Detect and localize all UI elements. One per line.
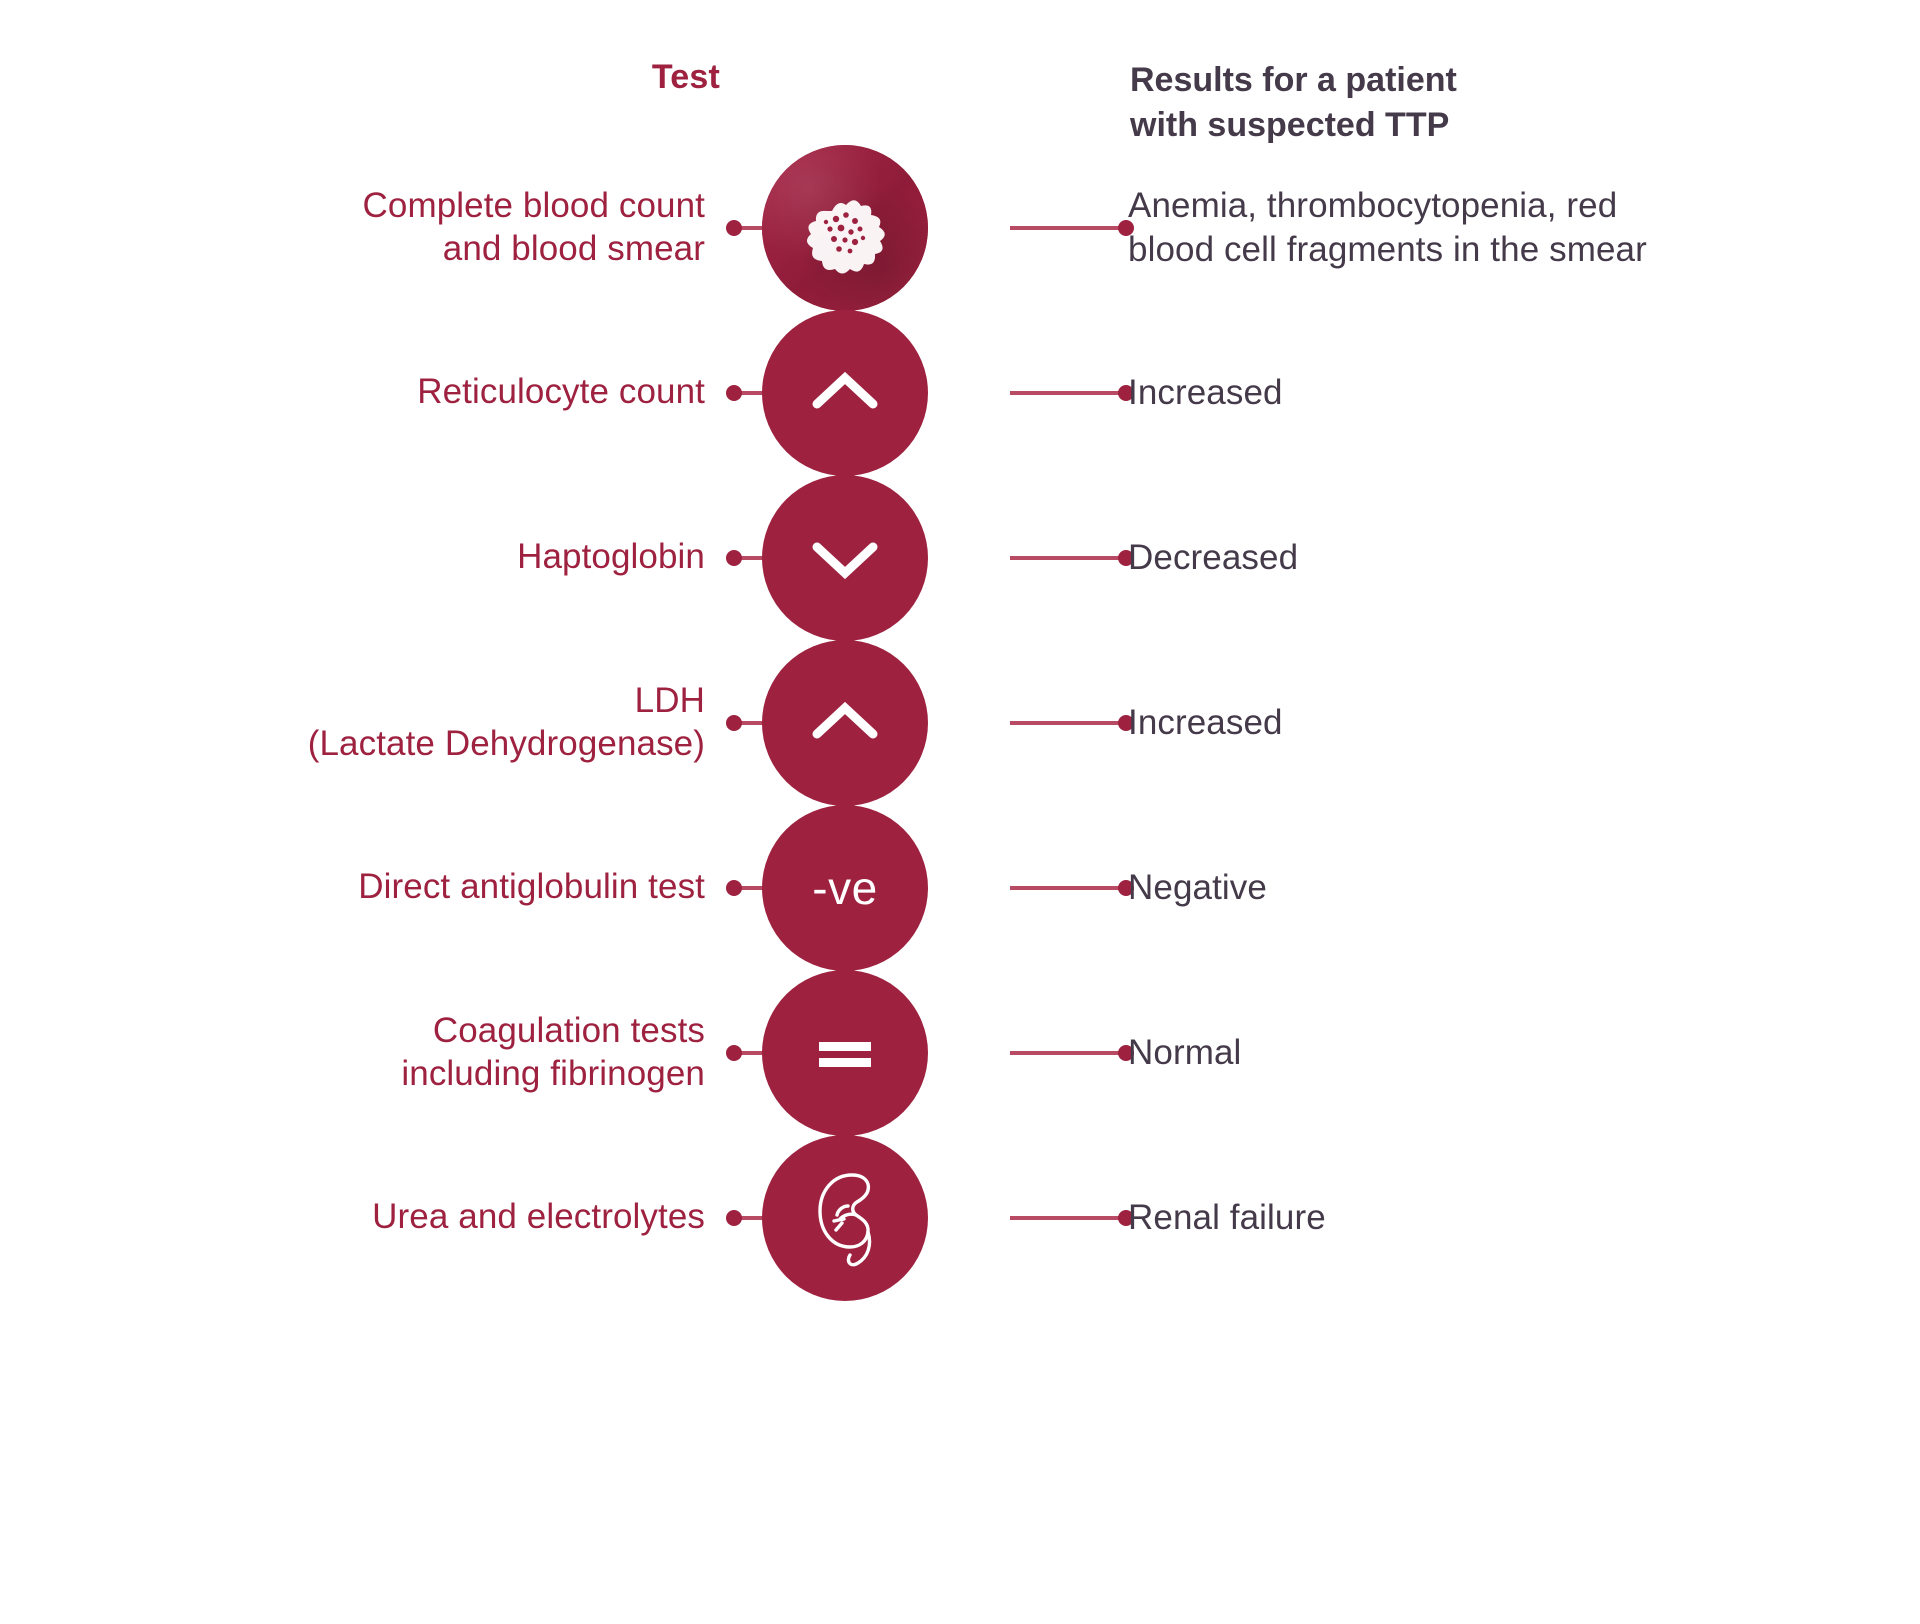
table-row: Direct antiglobulin test -ve Negative bbox=[0, 804, 1920, 971]
negative-sign-icon: -ve bbox=[762, 804, 928, 971]
connector-line-right bbox=[1010, 1050, 1130, 1055]
connector-dot-left bbox=[726, 1044, 742, 1061]
result-label: Decreased bbox=[1128, 475, 1888, 640]
result-label-line1: Increased bbox=[1128, 372, 1283, 412]
test-label: LDH (Lactate Dehydrogenase) bbox=[65, 640, 705, 805]
connector-dot-right bbox=[1118, 549, 1134, 566]
result-label: Negative bbox=[1128, 805, 1888, 970]
result-label-line1: Increased bbox=[1128, 702, 1283, 742]
result-label-line1: Normal bbox=[1128, 1032, 1242, 1072]
test-label: Coagulation tests including fibrinogen bbox=[65, 970, 705, 1135]
table-row: Complete blood count and blood smear bbox=[0, 144, 1920, 311]
result-label: Renal failure bbox=[1128, 1135, 1888, 1300]
test-label-line1: Haptoglobin bbox=[517, 537, 705, 577]
connector-dot-right bbox=[1118, 1044, 1134, 1061]
connector-dot-left bbox=[726, 384, 742, 401]
result-label-line1: Renal failure bbox=[1128, 1197, 1326, 1237]
test-label: Urea and electrolytes bbox=[65, 1135, 705, 1300]
connector-line-right bbox=[1010, 390, 1130, 395]
test-label-line1: Direct antiglobulin test bbox=[358, 867, 705, 907]
chevron-up-icon bbox=[762, 309, 928, 476]
connector-dot-left bbox=[726, 1209, 742, 1226]
table-row: Haptoglobin Decreased bbox=[0, 474, 1920, 641]
connector-dot-right bbox=[1118, 879, 1134, 896]
column-header-results-line1: Results for a patient bbox=[1130, 61, 1457, 99]
result-label: Anemia, thrombocytopenia, red blood cell… bbox=[1128, 145, 1888, 310]
equals-sign-icon bbox=[762, 969, 928, 1136]
test-label-line1: Urea and electrolytes bbox=[372, 1197, 705, 1237]
connector-line-right bbox=[1010, 885, 1130, 890]
chevron-down-icon bbox=[762, 474, 928, 641]
test-label: Haptoglobin bbox=[65, 475, 705, 640]
test-label-line1: Reticulocyte count bbox=[417, 372, 705, 412]
connector-dot-right bbox=[1118, 714, 1134, 731]
result-label-line1: Negative bbox=[1128, 867, 1267, 907]
connector-dot-left bbox=[726, 219, 742, 236]
result-label-line1: Anemia, thrombocytopenia, red bbox=[1128, 186, 1618, 226]
chevron-up-icon bbox=[762, 639, 928, 806]
test-label-line2: including fibrinogen bbox=[401, 1053, 705, 1093]
result-label: Increased bbox=[1128, 640, 1888, 805]
test-label: Complete blood count and blood smear bbox=[65, 145, 705, 310]
test-label-line2: and blood smear bbox=[442, 228, 705, 268]
negative-sign-label: -ve bbox=[812, 861, 878, 914]
connector-dot-right bbox=[1118, 384, 1134, 401]
test-label-line1: Coagulation tests bbox=[432, 1010, 705, 1050]
connector-line-right bbox=[1010, 720, 1130, 725]
connector-line-right bbox=[1010, 225, 1130, 230]
test-label-line2: (Lactate Dehydrogenase) bbox=[307, 723, 705, 763]
test-label-line1: LDH bbox=[634, 680, 705, 720]
connector-dot-right bbox=[1118, 1209, 1134, 1226]
test-label-line1: Complete blood count bbox=[362, 185, 705, 225]
column-header-results-line2: with suspected TTP bbox=[1130, 106, 1450, 145]
table-row: LDH (Lactate Dehydrogenase) Increased bbox=[0, 639, 1920, 806]
test-label: Reticulocyte count bbox=[65, 310, 705, 475]
connector-dot-left bbox=[726, 714, 742, 731]
kidney-icon bbox=[762, 1134, 928, 1301]
result-label-line2: blood cell fragments in the smear bbox=[1128, 229, 1647, 269]
table-row: Coagulation tests including fibrinogen N… bbox=[0, 969, 1920, 1136]
column-header-results: Results for a patient with suspected TTP bbox=[1130, 58, 1750, 148]
result-label-line1: Decreased bbox=[1128, 537, 1299, 577]
column-header-test: Test bbox=[651, 58, 720, 96]
blood-smear-icon bbox=[762, 144, 928, 311]
result-label: Normal bbox=[1128, 970, 1888, 1135]
connector-dot-left bbox=[726, 879, 742, 896]
table-row: Urea and electrolytes R bbox=[0, 1134, 1920, 1301]
connector-dot-left bbox=[726, 549, 742, 566]
connector-line-right bbox=[1010, 1215, 1130, 1220]
connector-dot-right bbox=[1118, 219, 1134, 236]
table-row: Reticulocyte count Increased bbox=[0, 309, 1920, 476]
result-label: Increased bbox=[1128, 310, 1888, 475]
test-label: Direct antiglobulin test bbox=[65, 805, 705, 970]
connector-line-right bbox=[1010, 555, 1130, 560]
